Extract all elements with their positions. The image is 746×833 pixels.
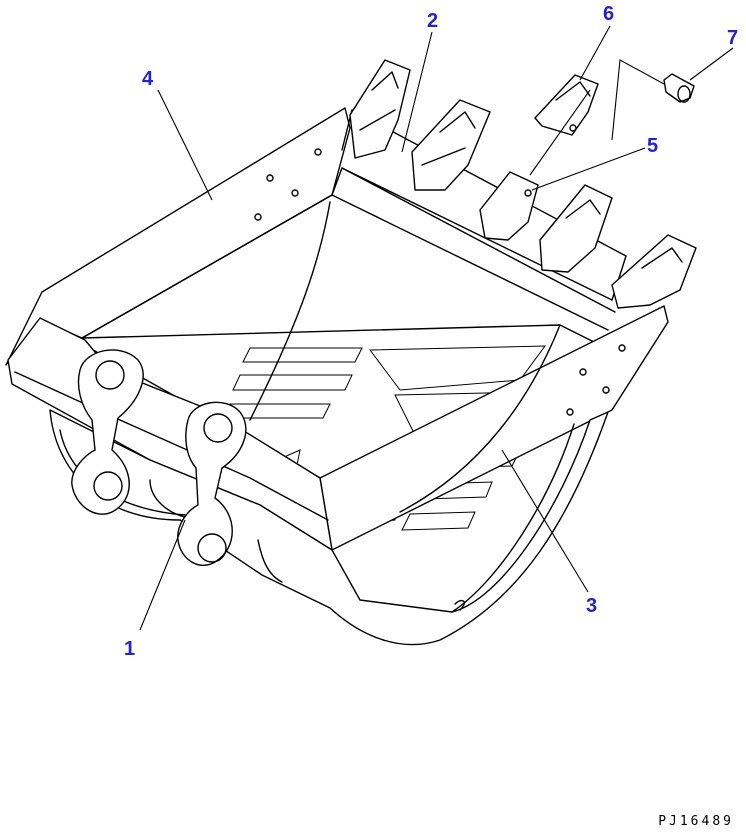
- callout-labels: 1 2 3 4 5 6 7: [124, 3, 738, 660]
- lower-shell: [49, 409, 609, 646]
- tooth-adapter-5: [479, 171, 539, 241]
- callout-6: 6: [603, 3, 614, 25]
- callout-1: 1: [124, 638, 135, 660]
- leader-3: [501, 449, 589, 593]
- leader-5: [531, 147, 646, 191]
- tooth-pin-7: [663, 73, 695, 103]
- callout-2: 2: [427, 10, 438, 32]
- callout-4: 4: [142, 68, 154, 90]
- bucket-teeth: [349, 59, 697, 309]
- tooth-2: [411, 99, 491, 191]
- leader-lines: [139, 25, 734, 631]
- callout-3: 3: [586, 595, 597, 617]
- link-brackets: [71, 349, 247, 567]
- leader-1: [139, 519, 186, 631]
- tooth-point-6: [534, 74, 599, 136]
- leader-7: [689, 47, 734, 81]
- drawing-code: PJ16489: [658, 814, 734, 829]
- callout-5: 5: [647, 135, 658, 157]
- right-side-plate: [319, 305, 669, 551]
- leader-2: [401, 31, 433, 153]
- tooth-3: [539, 184, 613, 273]
- tooth-4: [611, 234, 697, 309]
- callout-7: 7: [727, 27, 738, 49]
- leader-6: [579, 25, 611, 81]
- leader-4: [157, 89, 213, 201]
- bracket-left: [71, 349, 144, 515]
- bracket-right: [177, 401, 247, 567]
- tooth-1: [349, 59, 411, 159]
